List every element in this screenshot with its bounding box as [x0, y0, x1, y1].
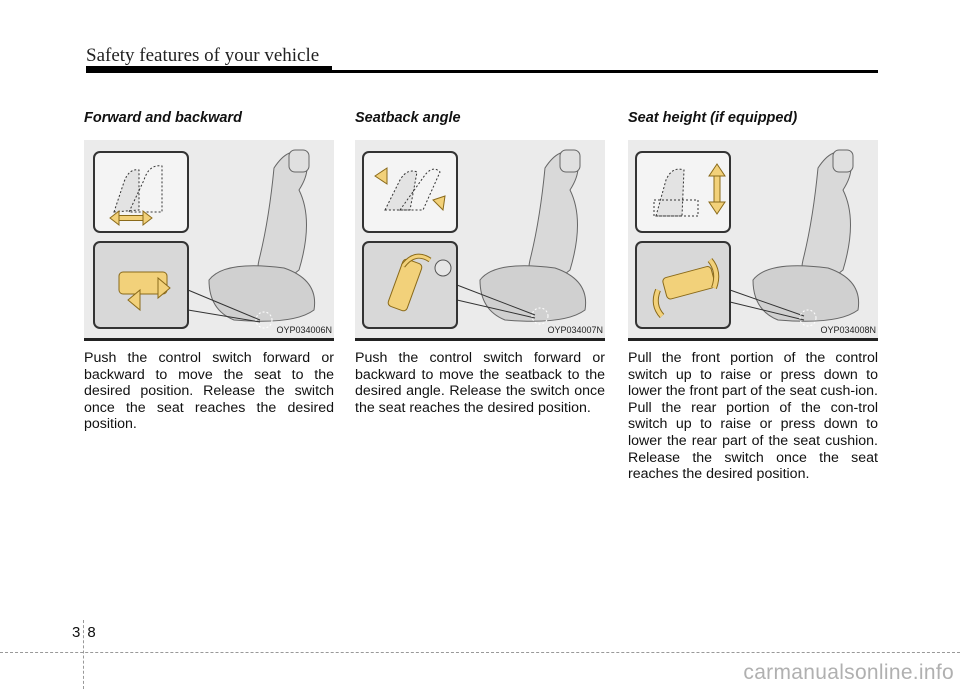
section-seatback-angle: Seatback angle OYP034007N Push the contr… — [355, 110, 605, 416]
figure-code: OYP034008N — [820, 325, 876, 335]
seat-illustration-forward-backward: OYP034006N — [84, 140, 334, 338]
section-heading: Forward and backward — [84, 110, 242, 126]
figure-rule — [628, 338, 878, 341]
section-forward-backward: Forward and backward OY — [84, 110, 334, 433]
section-heading: Seatback angle — [355, 110, 461, 126]
seat-graphic — [479, 149, 587, 322]
section-body: Pull the front portion of the control sw… — [628, 350, 878, 483]
page-index: 8 — [87, 624, 103, 641]
seat-graphic — [752, 149, 860, 322]
section-seat-height: Seat height (if equipped) OYP034008N — [628, 110, 878, 483]
page-number: 38 — [72, 624, 103, 641]
chapter-number: 3 — [72, 624, 88, 641]
watermark-text: carmanualsonline.info — [743, 661, 954, 684]
section-body: Push the control switch forward or backw… — [84, 350, 334, 433]
seat-illustration-seat-height: OYP034008N — [628, 140, 878, 338]
seat-graphic — [208, 149, 316, 322]
seat-illustration-seatback-angle: OYP034007N — [355, 140, 605, 338]
footer-divider-vertical — [83, 620, 84, 689]
section-heading: Seat height (if equipped) — [628, 110, 798, 126]
footer-divider-horizontal — [0, 652, 960, 653]
header-rule-accent — [86, 66, 332, 73]
figure-rule — [84, 338, 334, 341]
header-rule — [86, 70, 878, 73]
figure-code: OYP034007N — [547, 325, 603, 335]
section-body: Push the control switch forward or backw… — [355, 350, 605, 416]
page-header-title: Safety features of your vehicle — [86, 45, 320, 66]
figure-rule — [355, 338, 605, 341]
figure-code: OYP034006N — [276, 325, 332, 335]
